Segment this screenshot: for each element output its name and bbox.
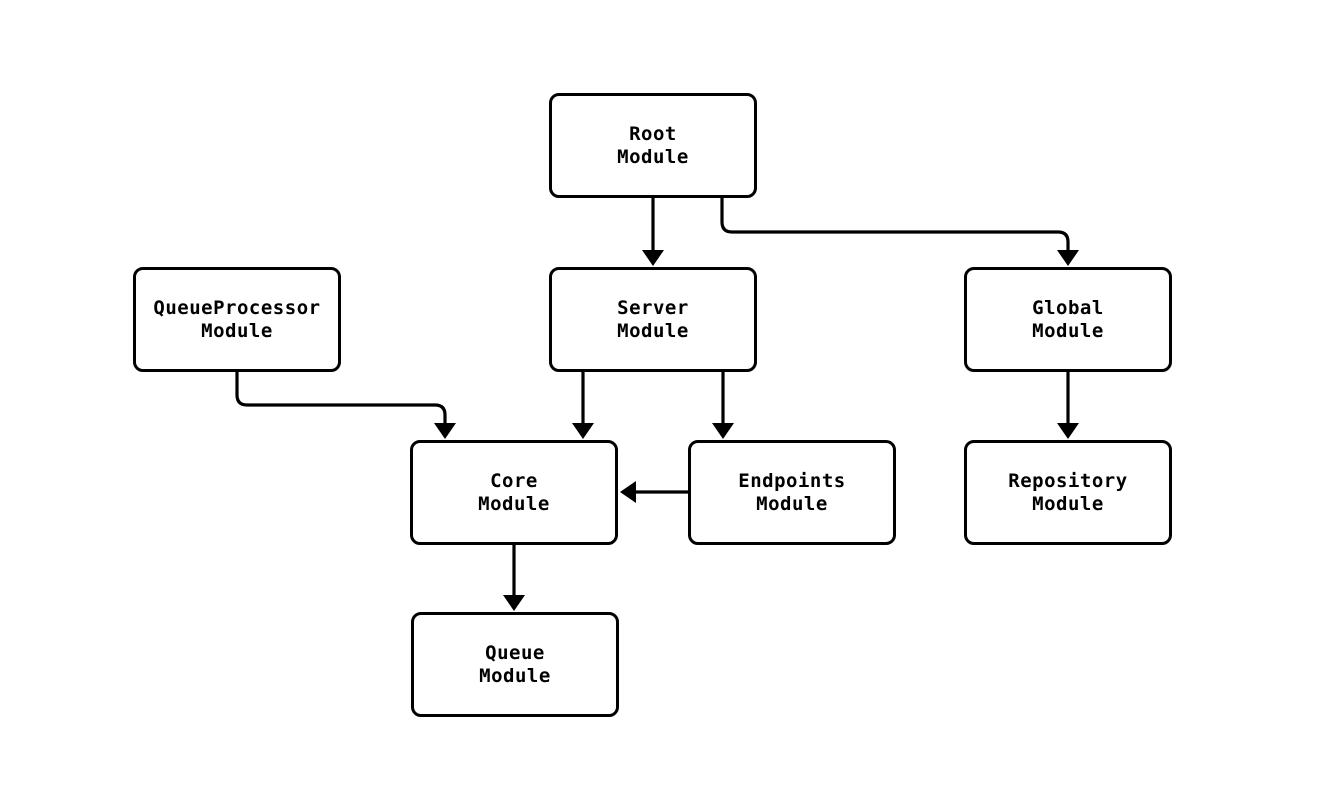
arrowhead-root-to-global	[1057, 250, 1079, 266]
node-global-line2: Module	[1032, 319, 1104, 342]
node-endpoints-line2: Module	[756, 492, 828, 515]
arrowhead-global-to-repository	[1057, 423, 1079, 439]
node-queueprocessor-line1: QueueProcessor	[153, 296, 321, 319]
arrowhead-queueprocessor-to-core	[434, 423, 456, 439]
arrowhead-server-to-core	[572, 423, 594, 439]
node-server-line2: Module	[617, 319, 689, 342]
node-queue-line2: Module	[479, 664, 551, 687]
node-repository-line2: Module	[1032, 492, 1104, 515]
node-core-line2: Module	[478, 492, 550, 515]
node-global-line1: Global	[1032, 296, 1104, 319]
node-root-line1: Root	[629, 122, 677, 145]
arrowhead-core-to-queue	[503, 595, 525, 611]
node-endpoints-line1: Endpoints	[738, 469, 846, 492]
node-queueprocessor-line2: Module	[201, 319, 273, 342]
arrowhead-root-to-server	[642, 250, 664, 266]
node-repository-line1: Repository	[1008, 469, 1128, 492]
node-core-line1: Core	[490, 469, 538, 492]
node-server-line1: Server	[617, 296, 689, 319]
arrowhead-endpoints-to-core	[620, 481, 636, 503]
edge-root-to-global	[720, 197, 1070, 251]
node-queue-line1: Queue	[485, 641, 545, 664]
arrowhead-server-to-endpoints	[712, 423, 734, 439]
node-root-line2: Module	[617, 145, 689, 168]
edge-queueprocessor-to-core	[235, 372, 447, 424]
